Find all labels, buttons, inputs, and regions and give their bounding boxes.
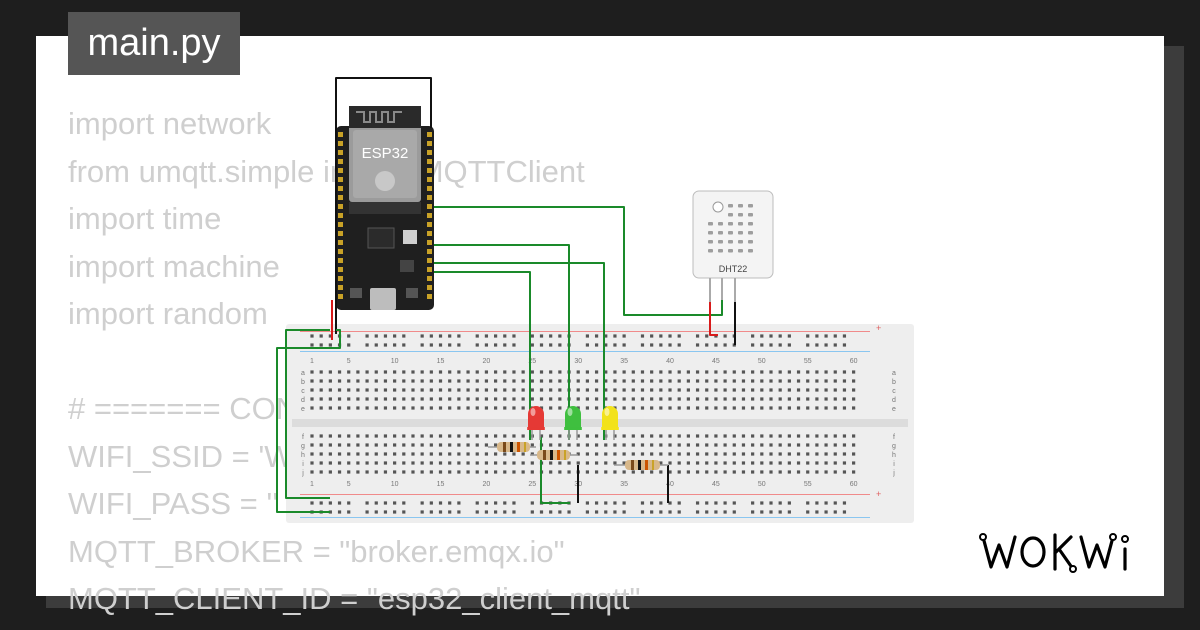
code-line: MQTT_BROKER = "broker.emqx.io" [68, 533, 565, 569]
preview-card: import network from umqtt.simple import M… [36, 36, 1164, 616]
resistor-3[interactable] [614, 460, 668, 470]
column-number: 55 [804, 481, 812, 488]
wire-left-power-rail [285, 329, 330, 499]
row-letter: f [302, 434, 304, 441]
column-number: 5 [347, 481, 351, 488]
column-number: 60 [850, 358, 858, 365]
row-letter: d [892, 397, 896, 404]
red-led[interactable] [527, 406, 545, 440]
breadboard-bottom-rail-minus-line [300, 517, 870, 518]
row-letter: f [893, 434, 895, 441]
column-number: 40 [666, 481, 674, 488]
dht22-label: DHT22 [719, 264, 748, 274]
column-number: 35 [620, 358, 628, 365]
code-line: import network [68, 106, 272, 141]
esp32-board[interactable]: ESP32 [336, 106, 434, 310]
column-number: 50 [758, 481, 766, 488]
column-number: 20 [483, 481, 491, 488]
code-line: import machine [68, 248, 280, 284]
row-letter: g [892, 443, 896, 450]
wire-left-ground-rail [276, 329, 341, 513]
column-number: 55 [804, 358, 812, 365]
wire-dht-vcc [709, 302, 718, 336]
breadboard-bottom-rail-plus-line [300, 494, 870, 495]
row-letter: b [892, 379, 896, 386]
column-number: 40 [666, 358, 674, 365]
column-number: 50 [758, 358, 766, 365]
wires [276, 77, 736, 513]
rail-plus-label-top: + [876, 323, 881, 333]
wire-dht-data [434, 206, 723, 316]
column-number: 15 [437, 481, 445, 488]
breadboard-center-channel [292, 419, 908, 427]
esp32-antenna [349, 106, 421, 128]
wire-green-led [434, 244, 570, 440]
dht22-sensor[interactable]: DHT22 [692, 190, 774, 302]
column-number: 15 [437, 358, 445, 365]
esp32-label: ESP32 [362, 145, 409, 162]
wokwi-logo [979, 533, 1129, 573]
wire-yellow-led [434, 262, 605, 440]
wire-red-led [434, 271, 531, 440]
code-line: WIFI_PASS = '' [68, 486, 279, 521]
column-number: 10 [391, 358, 399, 365]
row-letter: j [892, 470, 895, 477]
rail-plus-label-bottom: + [876, 489, 881, 499]
column-number: 20 [483, 358, 491, 365]
esp32-left-pins [338, 132, 343, 299]
usb-port-icon [370, 288, 396, 310]
green-led[interactable] [564, 406, 582, 440]
file-tab[interactable]: main.py [68, 12, 240, 75]
column-number: 60 [850, 481, 858, 488]
row-letter: e [301, 406, 305, 413]
yellow-led[interactable] [601, 406, 619, 440]
code-line: MQTT_CLIENT_ID = "esp32_client_mqtt" [68, 581, 641, 616]
column-number: 1 [310, 481, 314, 488]
code-line: import time [68, 201, 222, 236]
breadboard-top-rail-plus-line [300, 331, 870, 332]
resistor-2[interactable] [530, 450, 578, 460]
row-letter: i [302, 461, 304, 468]
column-number: 10 [391, 481, 399, 488]
leds [527, 406, 619, 440]
espressif-logo-icon [375, 171, 395, 191]
row-letter: h [301, 452, 305, 459]
column-number: 35 [620, 481, 628, 488]
resistor-1[interactable] [488, 442, 536, 452]
row-letter: g [301, 443, 305, 450]
code-line: import random [68, 296, 268, 331]
column-number: 25 [528, 481, 536, 488]
breadboard-holes [310, 334, 856, 514]
row-letter: c [892, 388, 896, 395]
wire-3v3-loop [335, 77, 432, 334]
row-letter: i [893, 461, 895, 468]
row-letter: d [301, 397, 305, 404]
dht22-mount-hole [712, 201, 724, 213]
column-number: 30 [574, 358, 582, 365]
esp32-right-pins [427, 132, 432, 299]
column-number: 45 [712, 481, 720, 488]
row-letter: h [892, 452, 896, 459]
column-number: 5 [347, 358, 351, 365]
row-letter: a [301, 370, 305, 377]
code-line: from umqtt.simple import MQTTClient [68, 153, 585, 189]
row-letter: c [301, 388, 305, 395]
dht22-vent-grid [708, 204, 753, 253]
column-number: 25 [528, 358, 536, 365]
column-number: 45 [712, 358, 720, 365]
row-letter: a [892, 370, 896, 377]
column-number: 1 [310, 358, 314, 365]
row-letter: e [892, 406, 896, 413]
breadboard-top-rail-minus-line [300, 351, 870, 352]
row-letter: b [301, 379, 305, 386]
row-letter: j [301, 470, 304, 477]
